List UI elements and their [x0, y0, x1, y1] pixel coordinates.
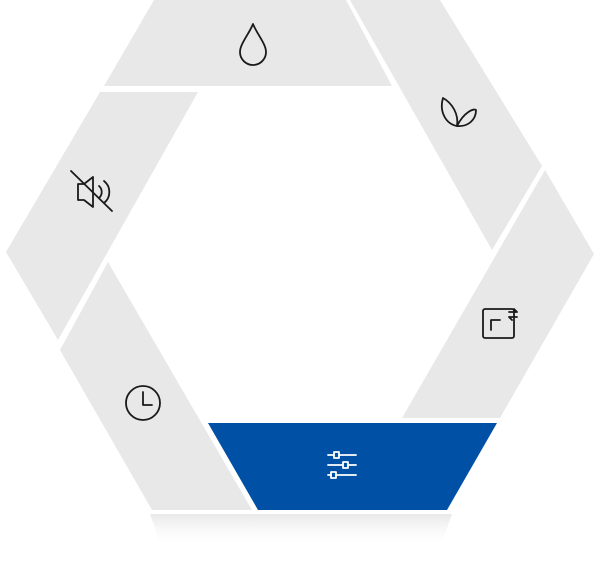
clock-icon [125, 385, 161, 421]
segment-mute[interactable] [6, 92, 198, 340]
water-drop-icon [239, 23, 267, 66]
segment-water[interactable] [104, 0, 392, 86]
segment-settings[interactable] [208, 423, 497, 510]
sliders-icon [327, 451, 357, 479]
ring-shadow [150, 514, 452, 548]
leaf-icon [441, 97, 477, 127]
speaker-muted-icon [70, 170, 113, 212]
remote-control-icon [482, 308, 518, 339]
segment-eco[interactable] [350, 0, 542, 250]
segment-timer[interactable] [60, 262, 252, 510]
segment-remote[interactable] [402, 170, 594, 418]
